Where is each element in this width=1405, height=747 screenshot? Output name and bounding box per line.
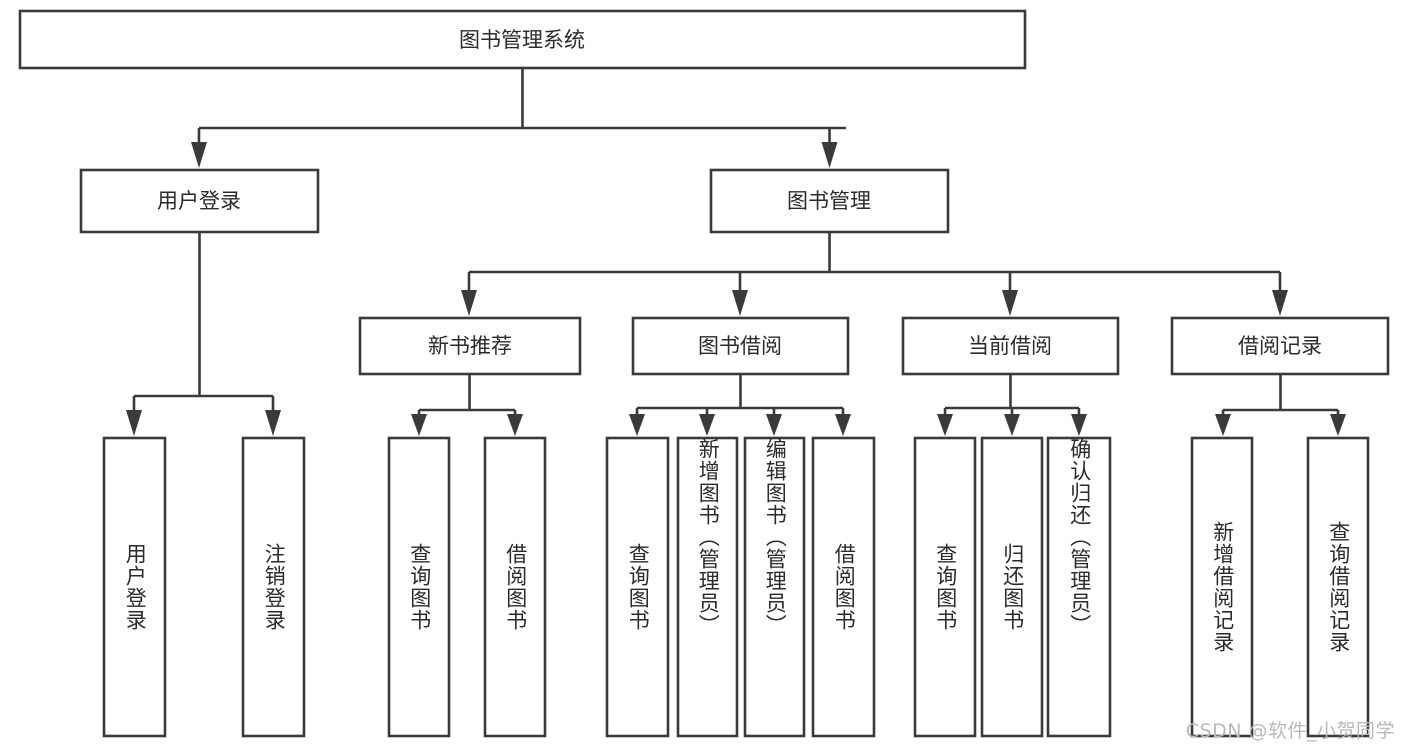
node-root-label: 图书管理系统	[459, 28, 585, 52]
node-leaf-user-login-2[interactable]	[241, 436, 306, 738]
node-user-login[interactable]: 用户登录	[79, 168, 320, 234]
node-leaf-current-borrow-2[interactable]	[980, 436, 1044, 738]
node-borrow-record-label: 借阅记录	[1238, 334, 1322, 358]
connector-currentborrow-to-leaves	[937, 374, 1087, 436]
node-borrow-record[interactable]: 借阅记录	[1170, 316, 1390, 376]
node-current-borrow-label: 当前借阅	[968, 334, 1052, 358]
connector-bookborrow-to-leaves	[629, 374, 851, 436]
node-leaf-new-book-rec-2[interactable]	[483, 436, 547, 738]
node-user-login-label: 用户登录	[157, 189, 241, 213]
node-current-borrow[interactable]: 当前借阅	[901, 316, 1120, 376]
node-leaf-borrow-record-1[interactable]	[1190, 436, 1254, 738]
node-leaf-book-borrow-2[interactable]	[676, 436, 739, 738]
node-leaf-borrow-record-2[interactable]	[1306, 436, 1370, 738]
node-leaf-new-book-rec-1[interactable]	[387, 436, 451, 738]
node-leaf-current-borrow-3[interactable]	[1046, 436, 1112, 738]
node-leaf-book-borrow-1[interactable]	[605, 436, 670, 738]
node-new-book-rec[interactable]: 新书推荐	[358, 316, 582, 376]
connector-userlogin-to-leaves	[126, 232, 281, 436]
node-leaf-user-login-1[interactable]	[102, 436, 167, 738]
node-leaf-current-borrow-1[interactable]	[913, 436, 977, 738]
node-book-borrow-label: 图书借阅	[698, 334, 782, 358]
node-leaf-book-borrow-4[interactable]	[811, 436, 876, 738]
node-root[interactable]: 图书管理系统	[18, 9, 1027, 70]
connector-newbook-to-leaves	[411, 374, 523, 436]
leaf-boxes	[102, 436, 1370, 738]
connector-root-to-level2	[191, 68, 846, 168]
node-new-book-rec-label: 新书推荐	[428, 334, 512, 358]
connector-borrowrecord-to-leaves	[1215, 374, 1346, 436]
connector-bookmanage-to-level3	[461, 232, 1288, 316]
node-book-manage-label: 图书管理	[787, 189, 871, 213]
node-leaf-book-borrow-3[interactable]	[743, 436, 806, 738]
watermark-text: CSDN @软件_小贺同学	[1185, 720, 1395, 742]
node-book-borrow[interactable]: 图书借阅	[631, 316, 850, 376]
node-book-manage[interactable]: 图书管理	[709, 168, 950, 234]
